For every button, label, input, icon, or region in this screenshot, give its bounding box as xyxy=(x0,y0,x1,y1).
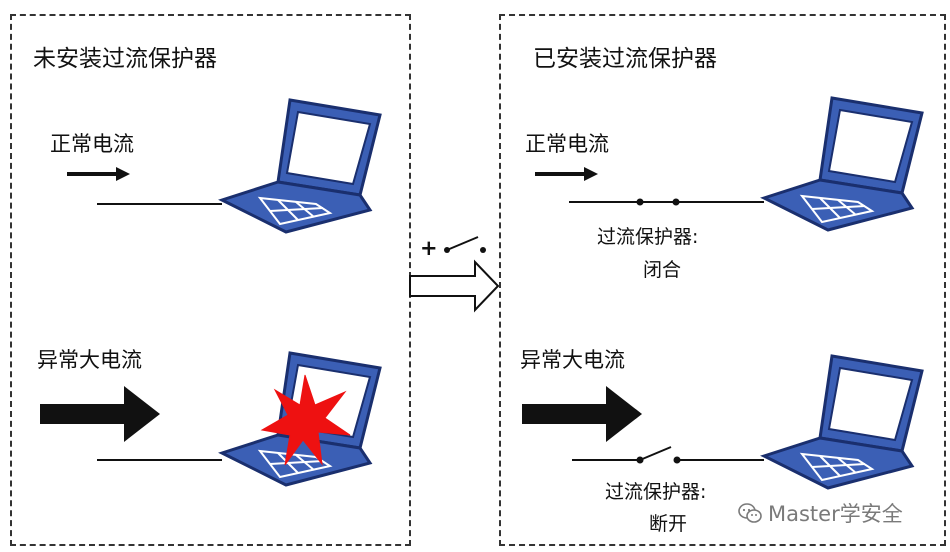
panel-with-breaker xyxy=(499,14,946,546)
breaker-open-label: 过流保护器: xyxy=(605,481,707,503)
wechat-icon xyxy=(738,503,762,523)
switch-symbol-icon xyxy=(444,236,486,253)
left-abnormal-current-label: 异常大电流 xyxy=(37,348,142,372)
abnormal-current-arrow-left xyxy=(40,386,160,442)
left-panel-title: 未安装过流保护器 xyxy=(33,46,217,72)
watermark-text: Master学安全 xyxy=(768,502,903,526)
breaker-closed-state: 闭合 xyxy=(643,259,682,281)
switch-plus-label: + xyxy=(420,236,438,260)
normal-current-arrow-right xyxy=(535,167,598,181)
laptop-icon xyxy=(762,96,924,232)
open-breaker-wire xyxy=(572,446,764,464)
left-normal-current-label: 正常电流 xyxy=(50,132,134,156)
right-panel-title: 已安装过流保护器 xyxy=(533,46,717,72)
normal-current-arrow-left xyxy=(67,167,130,181)
abnormal-current-arrow-right xyxy=(522,386,642,442)
explosion-icon xyxy=(260,374,351,466)
transition-arrow-icon xyxy=(409,259,500,313)
laptop-icon xyxy=(220,98,382,234)
watermark: Master学安全 xyxy=(738,498,903,528)
breaker-open-state: 断开 xyxy=(649,513,688,535)
closed-breaker-wire xyxy=(569,198,764,206)
laptop-icon xyxy=(762,354,924,490)
breaker-closed-label: 过流保护器: xyxy=(597,226,699,248)
right-abnormal-current-label: 异常大电流 xyxy=(520,348,625,372)
right-normal-current-label: 正常电流 xyxy=(525,132,609,156)
